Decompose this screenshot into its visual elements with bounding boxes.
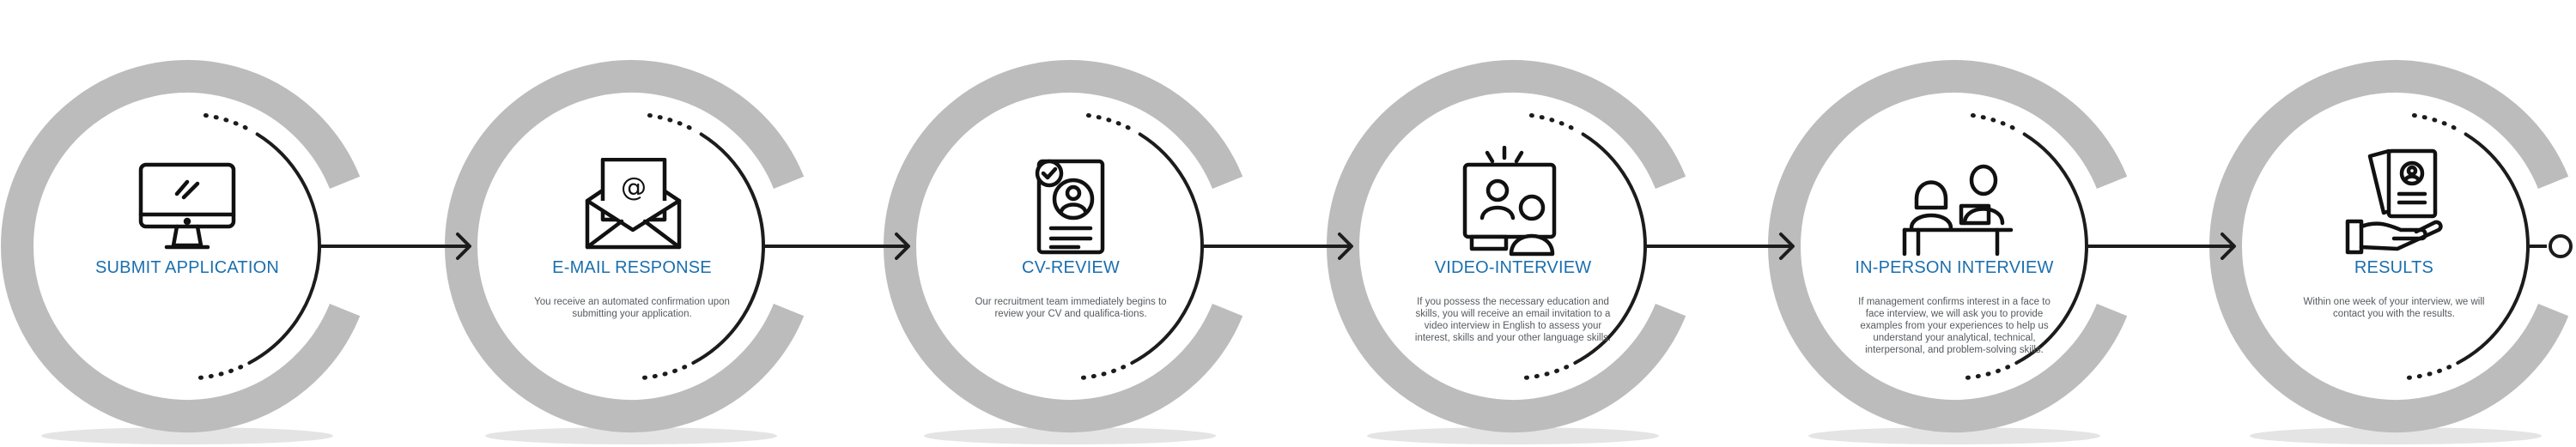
dotted-arc [638,365,688,381]
inner-arc [2456,132,2530,365]
step-title: SUBMIT APPLICATION [94,258,280,277]
step-submit-application: SUBMIT APPLICATION [71,258,303,296]
arrow-head [2221,233,2236,260]
dotted-arc [1520,365,1570,381]
ring-shadow [485,427,777,444]
process-ring [1,60,361,432]
step-title: VIDEO-INTERVIEW [1434,258,1592,277]
dotted-arc [203,112,252,132]
arrow-head [456,233,471,260]
dotted-arc [1961,365,2011,381]
inner-arc [691,132,765,365]
arrow-head [895,233,910,260]
step-title: RESULTS [2354,258,2434,277]
step-title: CV-REVIEW [1021,258,1121,277]
video-call-icon [1462,146,1557,257]
ring-shadow [2250,427,2542,444]
ring-shadow [924,427,1216,444]
dotted-arc [647,112,696,132]
step-title: E-MAIL RESPONSE [552,258,712,277]
step-description: Our recruitment team immediately begins … [975,297,1167,319]
step-cv-review: CV-REVIEW Our recruitment team immediate… [955,258,1187,320]
inner-arc [1130,132,1204,365]
step-video-interview: VIDEO-INTERVIEW If you possess the neces… [1397,258,1629,344]
meeting-icon [1902,164,2014,257]
inner-arc [1573,132,1647,365]
dotted-arc [2403,365,2452,381]
inner-arc [2014,132,2088,365]
step-description: If you possess the necessary education a… [1414,297,1612,343]
step-description: If management confirms interest in a fac… [1858,297,2050,355]
step-description: You receive an automated confirmation up… [534,297,730,319]
cv-document-icon [1035,159,1105,255]
inner-arc [247,132,321,365]
dotted-arc [1528,112,1577,132]
ring-shadow [1808,427,2100,444]
end-node [2549,234,2573,258]
step-results: RESULTS Within one week of your intervie… [2278,258,2510,320]
svg-text:@: @ [621,172,647,202]
step-title: IN-PERSON INTERVIEW [1855,258,2054,277]
monitor-icon [138,162,236,250]
arrow-head [1779,233,1795,260]
results-icon [2345,148,2443,255]
dotted-arc [1085,112,1134,132]
ring-shadow [1367,427,1659,444]
dotted-arc [1077,365,1127,381]
dotted-arc [2411,112,2460,132]
ring-shadow [41,427,333,444]
step-email-response: E-MAIL RESPONSE You receive an automated… [516,258,748,320]
step-in-person-interview: IN-PERSON INTERVIEW If management confir… [1838,258,2070,356]
envelope-icon: @ [585,158,682,250]
dotted-arc [194,365,244,381]
step-description: Within one week of your interview, we wi… [2303,297,2485,319]
dotted-arc [1970,112,2019,132]
arrow-head [1338,233,1353,260]
